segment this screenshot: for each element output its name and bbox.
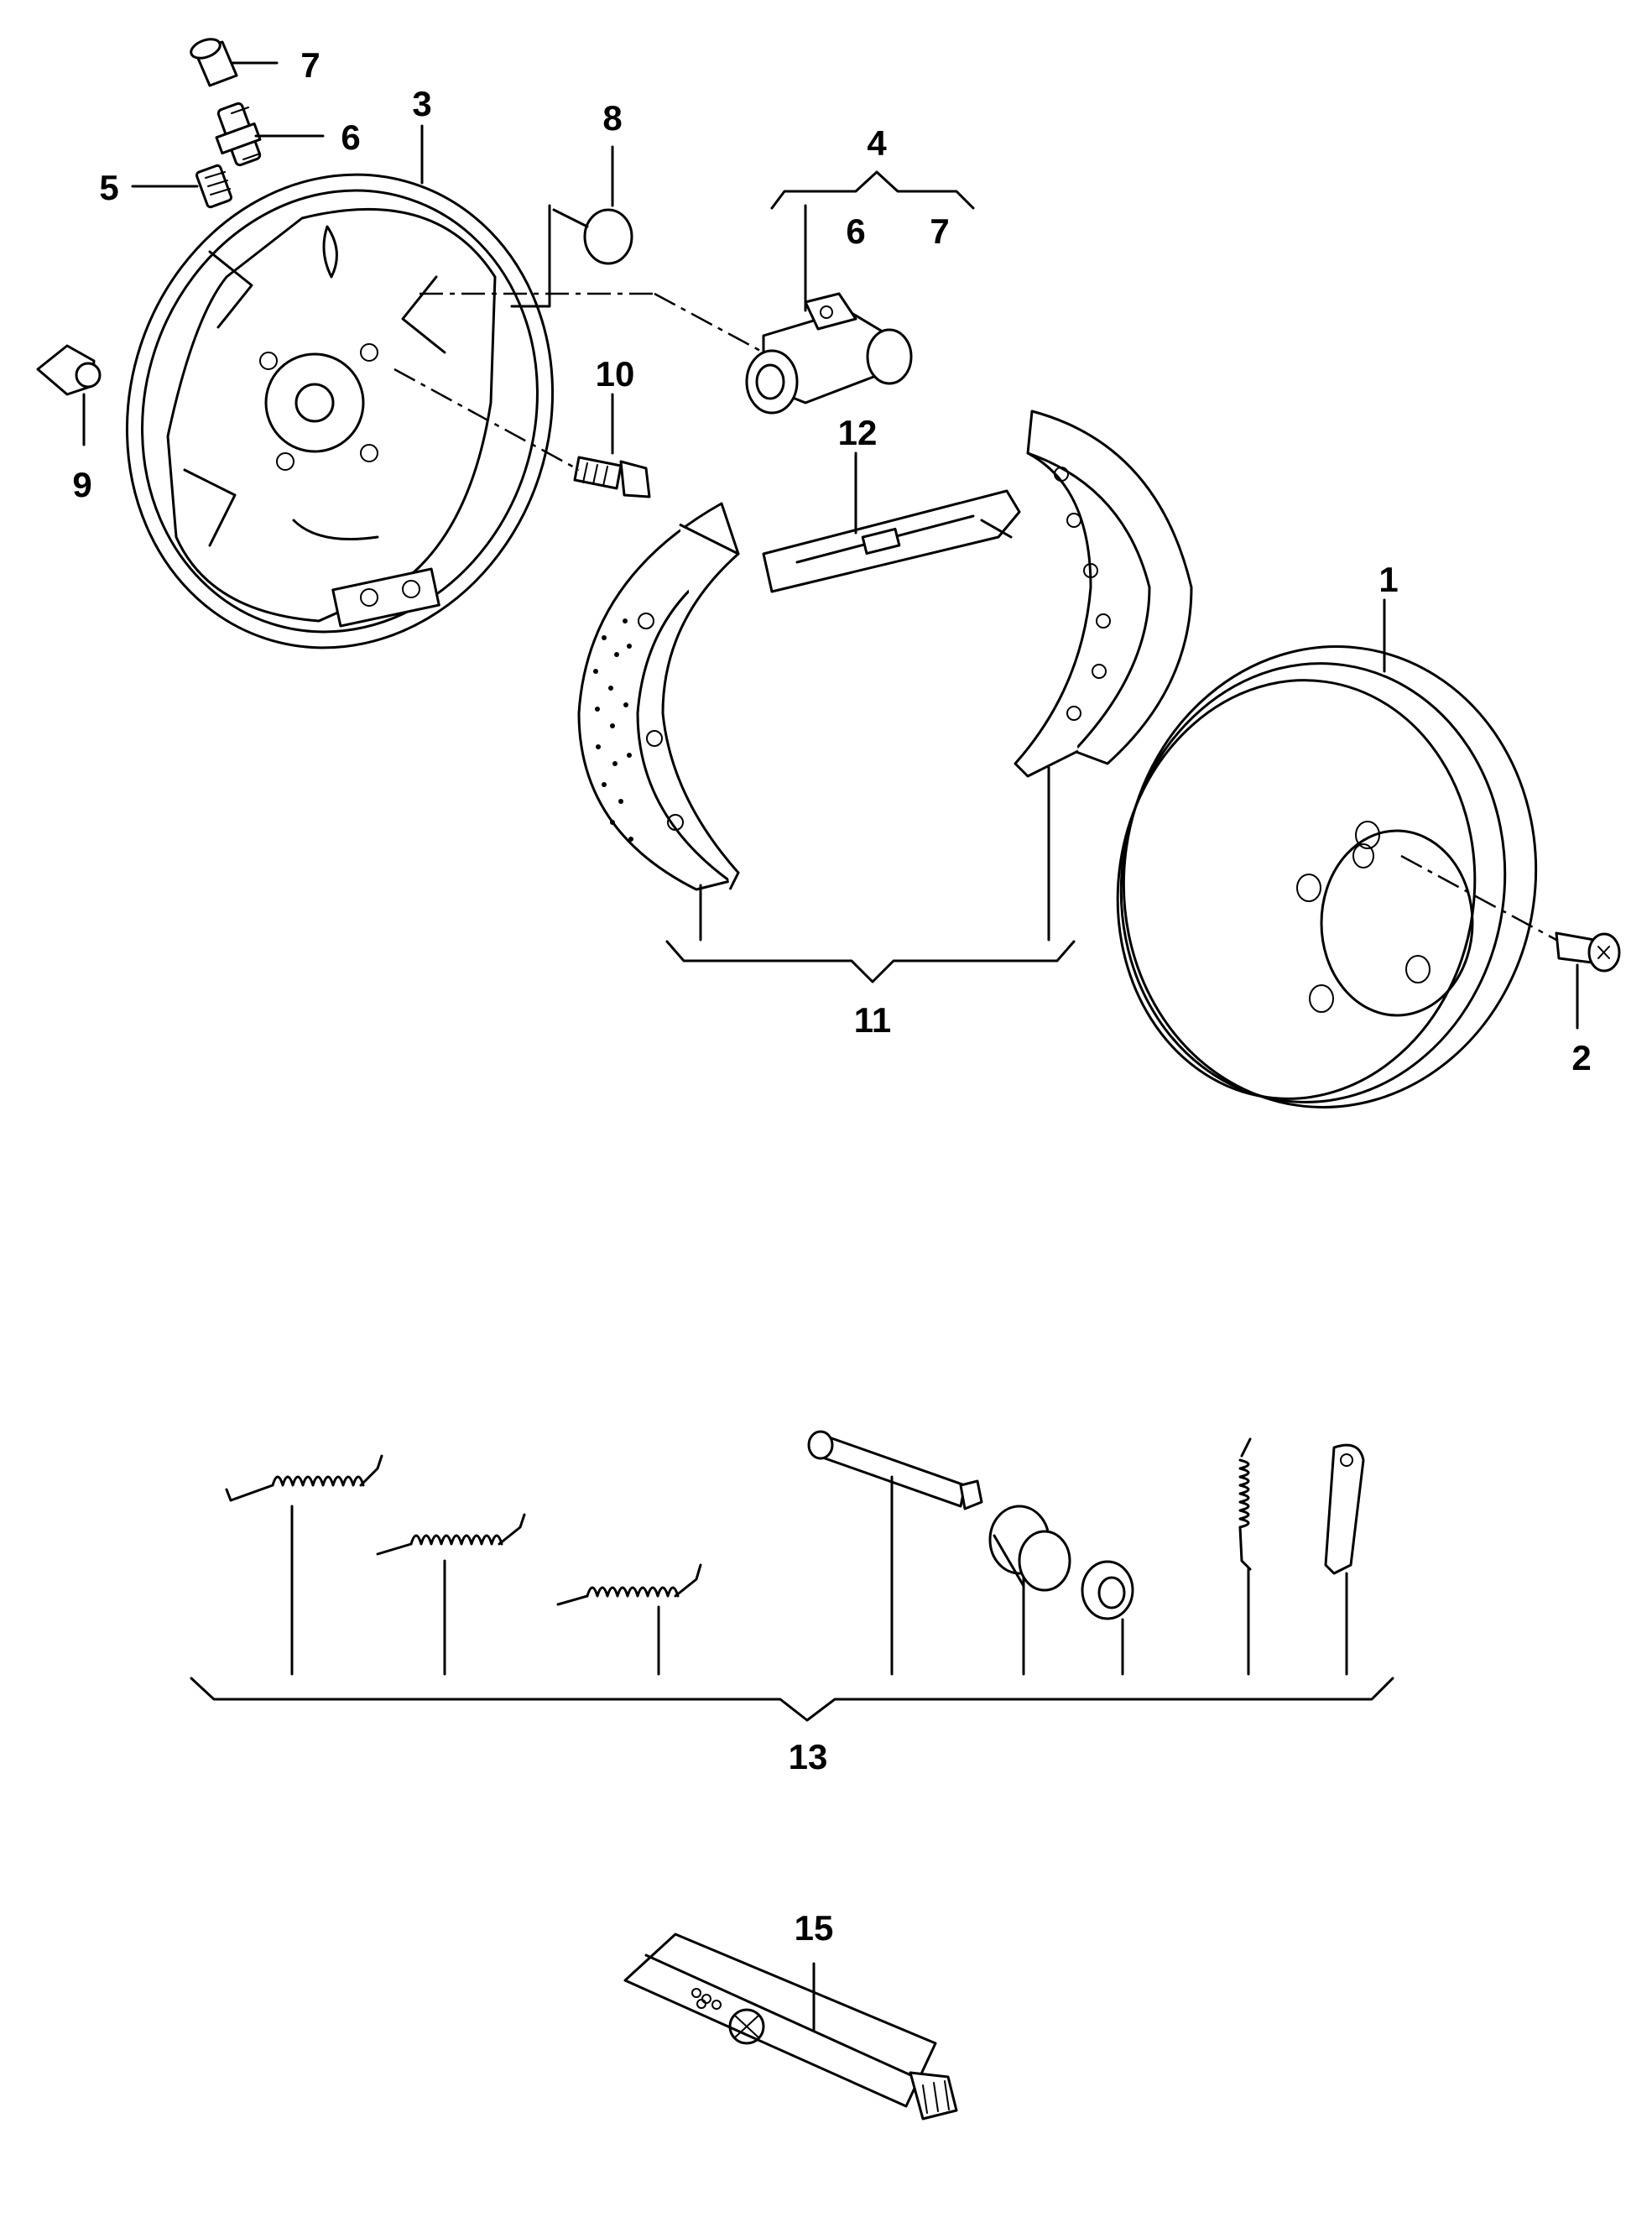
- bolt-icon: [195, 164, 232, 209]
- return-spring-icon: [556, 1563, 702, 1606]
- callout-labels: 1 2 3 4 6 7 5 6 7 8 9 10 11 12 13 15: [72, 45, 1591, 1948]
- callout-7: 7: [300, 45, 320, 85]
- plug-icon: [552, 208, 633, 265]
- callout-10: 10: [596, 354, 635, 394]
- callout-4: 4: [867, 123, 887, 163]
- callout-11: 11: [854, 1000, 891, 1040]
- callout-15: 15: [795, 1908, 834, 1948]
- grommet-icon: [36, 344, 102, 396]
- brake-shoe-left-icon: [577, 502, 740, 891]
- wheel-cylinder-icon: [745, 292, 913, 415]
- callout-3: 3: [412, 84, 431, 123]
- callout-9: 9: [72, 465, 91, 504]
- bushing-icon: [1081, 1560, 1134, 1620]
- callout-2: 2: [1571, 1038, 1591, 1077]
- drum-screw-icon: [1555, 931, 1621, 973]
- callout-13: 13: [789, 1737, 828, 1776]
- adjuster-strut-icon: [762, 489, 1021, 593]
- return-spring-icon: [1238, 1437, 1252, 1571]
- grease-tube-icon: [623, 1933, 958, 2120]
- dust-cap-icon: [190, 38, 238, 87]
- pin-icon: [807, 1430, 983, 1510]
- leader-lines: [82, 61, 1579, 2032]
- bleeder-valve-icon: [215, 102, 262, 167]
- callout-4-sub-7: 7: [930, 211, 949, 251]
- callout-4-sub-6: 6: [846, 211, 865, 251]
- return-spring-icon: [225, 1454, 383, 1502]
- callout-8: 8: [602, 98, 622, 138]
- spring-cup-icon: [988, 1505, 1071, 1592]
- lever-icon: [1324, 1443, 1365, 1575]
- callout-6: 6: [341, 117, 360, 157]
- callout-1: 1: [1378, 560, 1398, 599]
- brake-backing-plate-icon: [125, 173, 555, 649]
- callout-5: 5: [99, 168, 118, 207]
- return-spring-icon: [376, 1513, 526, 1556]
- callout-12: 12: [838, 413, 878, 452]
- brake-shoe-right-icon: [1014, 409, 1193, 778]
- brake-drum-icon: [1116, 645, 1557, 1108]
- mounting-bolt-icon: [573, 456, 651, 498]
